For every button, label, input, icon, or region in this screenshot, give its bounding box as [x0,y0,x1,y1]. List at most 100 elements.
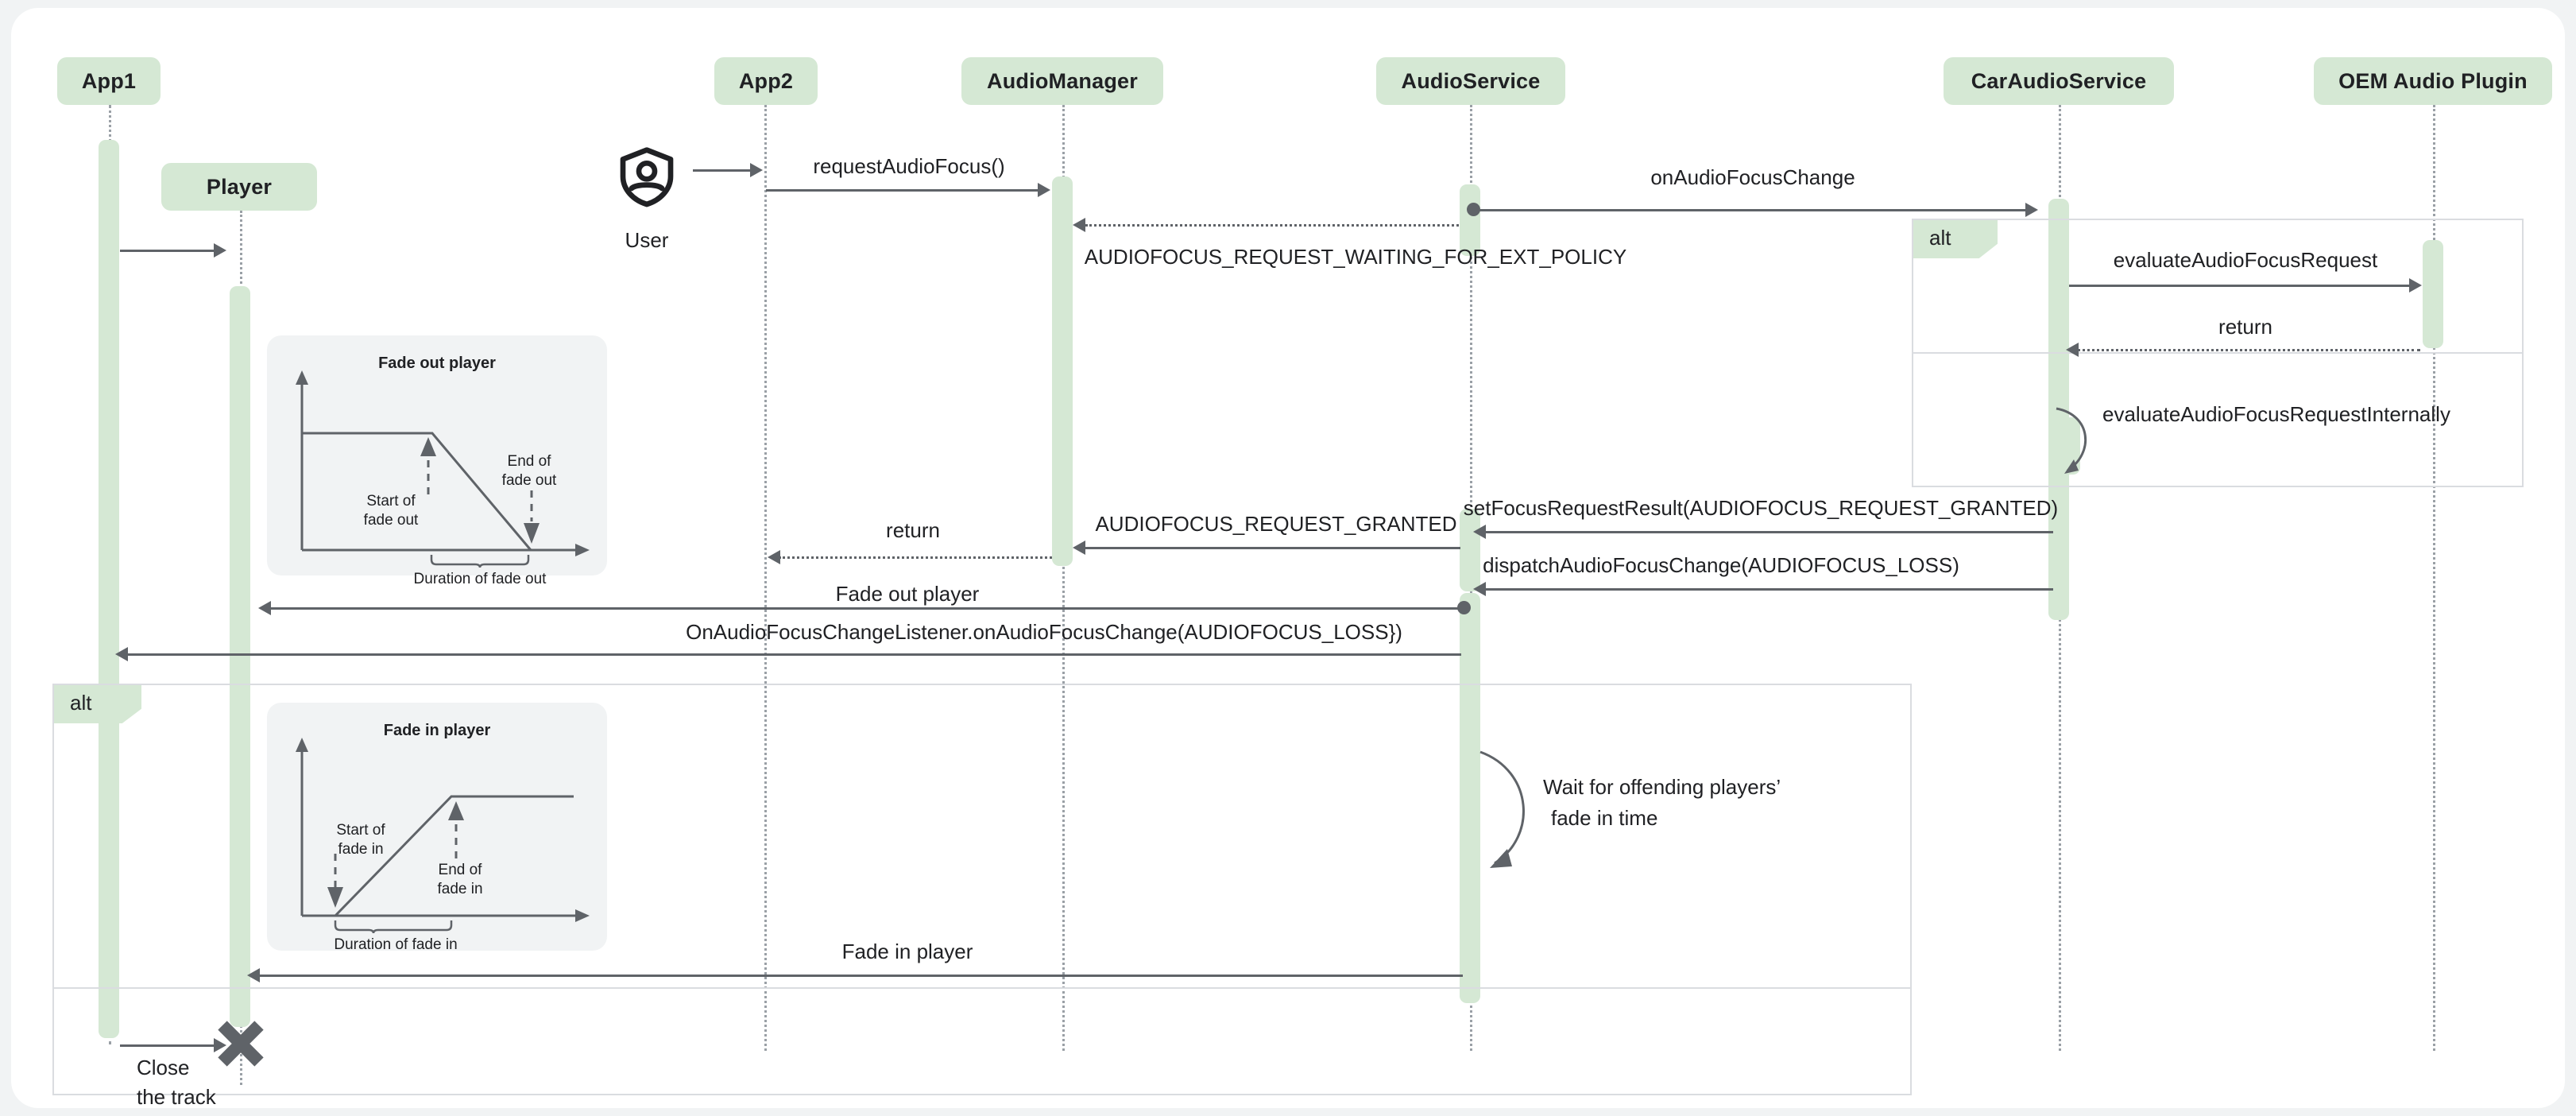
message-label-evaluate-internally: evaluateAudioFocusRequestInternally [2102,402,2450,426]
actor-player-label: Player [206,174,273,199]
fragment-alt-oem-separator [1913,352,2522,354]
fragment-alt-main-tag[interactable]: alt [54,685,141,723]
lifeline-audiomanager [1062,105,1065,1051]
fragment-alt-main-separator [54,987,1910,989]
message-label-close-line2: the track [137,1085,216,1109]
arrowhead-on-audio-focus-change [2025,203,2038,217]
message-origin-dot-on-audio-focus-change [1467,203,1480,216]
arrowhead-fade-in-player [247,968,260,982]
fragment-alt-oem-label: alt [1929,226,1951,250]
self-loop-wait-fade-in [1479,750,1525,868]
message-on-audio-focus-change-listener [126,653,1461,656]
message-fade-in-player [258,975,1463,977]
message-close-the-track [120,1044,214,1047]
actor-oemplugin[interactable]: OEM Audio Plugin [2314,57,2552,105]
message-label-on-audio-focus-change: onAudioFocusChange [1650,165,1855,189]
fade-in-duration-label: Duration of fade in [334,936,458,953]
message-label-fade-in-player: Fade in player [841,940,973,963]
actor-audiomanager[interactable]: AudioManager [961,57,1163,105]
message-on-audio-focus-change [1477,209,2025,211]
activation-audioservice-1 [1460,184,1480,256]
actor-oemplugin-label: OEM Audio Plugin [2338,68,2528,93]
arrowhead-close-the-track [214,1038,226,1052]
arrowhead-user-to-app2 [750,163,763,177]
actor-app2[interactable]: App2 [714,57,818,105]
message-app1-to-player [120,250,214,252]
actor-audioservice[interactable]: AudioService [1376,57,1565,105]
message-dispatch-audio-focus-change [1484,588,2053,591]
message-label-fade-out-player: Fade out player [835,582,980,606]
message-oem-return [2077,349,2420,351]
fade-out-chart [296,370,590,568]
activation-oemplugin [2423,240,2443,348]
message-fade-out-player [269,607,1461,610]
arrowhead-evaluate-audio-focus-request [2409,278,2422,293]
message-audiofocus-request-granted [1084,547,1460,549]
message-label-dispatch-audio-focus-change: dispatchAudioFocusChange(AUDIOFOCUS_LOSS… [1483,553,1959,577]
activation-app1 [99,140,119,1038]
actor-audioservice-label: AudioService [1401,68,1541,93]
fade-out-duration-label: Duration of fade out [413,571,547,587]
message-label-oem-return: return [2218,315,2272,339]
message-label-on-audio-focus-change-listener: OnAudioFocusChangeListener.onAudioFocusC… [686,620,1402,644]
arrowhead-audiofocus-waiting-ext-policy [1073,218,1085,232]
fragment-alt-main [52,684,1912,1095]
fade-in-player-card: Fade in player Start of fade in End of f… [267,703,607,953]
arrowhead-audiofocus-request-granted [1073,541,1085,555]
message-audiomanager-return [779,556,1052,559]
fade-in-start-label-line1: Start of [336,822,385,839]
fade-out-end-label-line1: End of [507,453,551,470]
fragment-alt-oem-tag[interactable]: alt [1913,220,1998,258]
fade-out-end-label-line2: fade out [501,472,557,489]
self-loop-evaluate-internally [2056,407,2087,474]
message-label-close-line1: Close [137,1056,190,1079]
actor-player[interactable]: Player [161,163,317,211]
diagram-card: App1 Player App2 AudioManager AudioServi… [11,8,2565,1109]
actor-caraudioservice[interactable]: CarAudioService [1944,57,2174,105]
activation-audioservice-3 [1460,593,1480,1003]
message-evaluate-audio-focus-request [2069,285,2409,287]
arrowhead-audiomanager-return [768,550,780,564]
fade-out-chart-title: Fade out player [378,355,496,372]
message-label-request-audio-focus: requestAudioFocus() [813,154,1005,178]
message-label-audiofocus-waiting-ext-policy: AUDIOFOCUS_REQUEST_WAITING_FOR_EXT_POLIC… [1084,245,1627,269]
message-request-audio-focus [766,189,1038,192]
actor-app2-label: App2 [738,68,794,93]
actor-audiomanager-label: AudioManager [987,68,1138,93]
fragment-alt-oem [1912,219,2524,487]
arrowhead-dispatch-audio-focus-change [1473,582,1486,596]
fade-out-start-label-line2: fade out [363,512,419,529]
arrowhead-oem-return [2066,343,2079,357]
user-actor[interactable] [615,145,679,208]
activation-player [230,286,250,1027]
message-label-audiomanager-return: return [886,518,940,542]
arrowhead-on-audio-focus-change-listener [115,647,128,661]
message-label-set-focus-request-result: setFocusRequestResult(AUDIOFOCUS_REQUEST… [1463,496,2059,520]
lifeline-app2 [764,105,767,1051]
actor-caraudioservice-label: CarAudioService [1971,68,2147,93]
arrowhead-request-audio-focus [1038,183,1050,197]
arrowhead-set-focus-request-result [1473,525,1486,539]
message-audiofocus-waiting-ext-policy [1085,224,1459,227]
activation-audiomanager [1052,176,1073,566]
fade-out-player-card: Fade out player Start of fade out End of… [267,335,607,587]
arrowhead-fade-out-player [258,601,271,615]
shield-user-icon [620,147,674,207]
lifeline-oemplugin [2433,105,2435,1051]
fade-in-chart-title: Fade in player [383,722,491,739]
message-label-wait-line1: Wait for offending players’ [1543,775,1781,799]
fragment-alt-main-label: alt [70,691,92,715]
message-origin-dot-fade-out-player [1457,601,1471,614]
destroy-x-icon [218,1021,264,1067]
actor-app1-label: App1 [81,68,137,93]
message-label-audiofocus-request-granted: AUDIOFOCUS_REQUEST_GRANTED [1095,512,1457,536]
fade-out-start-label-line1: Start of [366,493,416,510]
fade-in-start-label-line2: fade in [338,841,384,858]
message-label-evaluate-audio-focus-request: evaluateAudioFocusRequest [2113,248,2378,272]
activation-audioservice-2 [1460,509,1480,591]
fade-in-end-label-line1: End of [438,862,482,878]
fade-in-chart [296,738,590,934]
message-label-wait-line2: fade in time [1551,806,1658,830]
actor-app1[interactable]: App1 [57,57,161,105]
